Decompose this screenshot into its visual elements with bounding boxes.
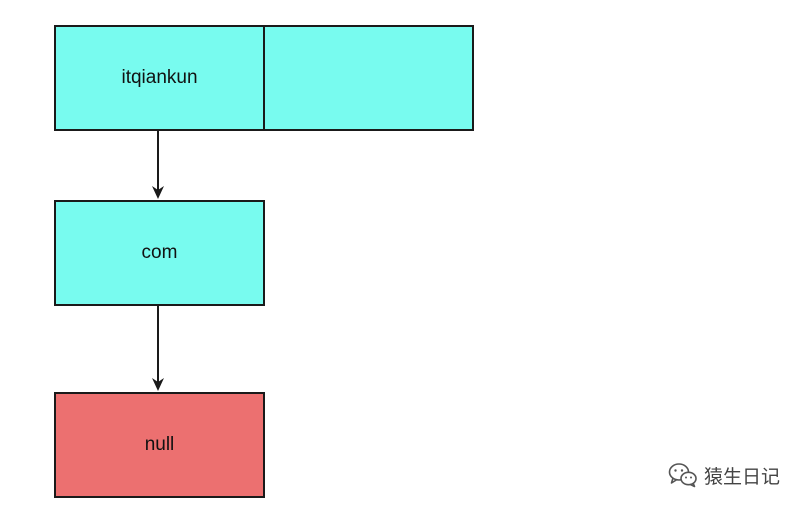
node-itqiankun-next-cell xyxy=(263,25,474,131)
node-com-label: com xyxy=(141,242,178,263)
watermark-text: 猿生日记 xyxy=(704,466,781,488)
arrowhead-icon xyxy=(152,186,164,199)
node-null-label: null xyxy=(144,434,175,455)
node-itqiankun: itqiankun xyxy=(54,25,265,131)
watermark: 猿生日记 xyxy=(668,460,780,490)
node-com: com xyxy=(54,200,265,306)
arrowhead-icon xyxy=(152,378,164,391)
edge-com-to-null xyxy=(152,306,164,391)
wechat-icon xyxy=(668,463,697,488)
edge-itqiankun-to-com xyxy=(152,131,164,199)
node-itqiankun-label: itqiankun xyxy=(121,67,198,88)
node-null: null xyxy=(54,392,265,498)
